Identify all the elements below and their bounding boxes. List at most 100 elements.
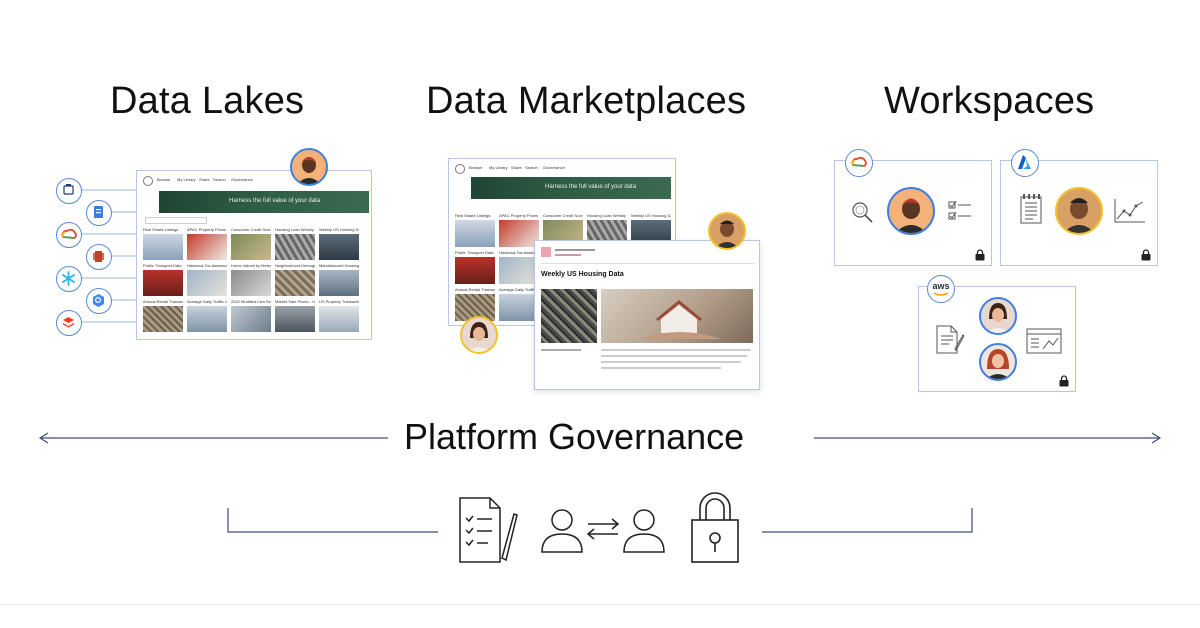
dataset-title: Weekly US Housing Data (541, 271, 624, 278)
avatar (887, 187, 935, 235)
tile-thumbnail (143, 306, 183, 332)
nav-item: Browse (157, 177, 171, 182)
google-cloud-icon (845, 149, 873, 177)
tile-thumbnail (275, 234, 315, 260)
database-icon (56, 178, 82, 204)
google-cloud-icon (56, 222, 82, 248)
data-lakes-screenshot: Browse My Library Share Search Governanc… (136, 170, 372, 340)
tile-caption: Public Transport Data at Metro Areas (455, 250, 495, 255)
tile-thumbnail (319, 234, 359, 260)
tile-caption: Home Values by Metro Area (231, 263, 271, 268)
avatar (979, 343, 1017, 381)
tile-thumbnail (143, 270, 183, 296)
heading-data-marketplaces: Data Marketplaces (426, 80, 747, 122)
user-exchange-icon (541, 509, 665, 553)
tile-caption: US Property Transactions (319, 299, 359, 304)
lock-icon (975, 249, 985, 261)
aws-icon: aws (927, 275, 955, 303)
tile-thumbnail (499, 294, 539, 321)
aws-redshift-icon (86, 244, 112, 270)
tile-thumbnail (319, 270, 359, 296)
search-input (145, 217, 207, 224)
tile-thumbnail (499, 220, 539, 247)
house-photo (601, 289, 753, 343)
workspace-card-azure (1000, 149, 1158, 266)
avatar (979, 297, 1017, 335)
tile-caption: Historical Tax Assessment (499, 250, 539, 255)
tile-thumbnail (319, 306, 359, 332)
logo-icon (455, 164, 465, 174)
nav-item: Share (199, 177, 210, 182)
tile-caption: Market Sale Prices - Urban Homes (275, 299, 315, 304)
aws-label: aws (932, 281, 950, 291)
magnifier-icon (852, 202, 873, 223)
snowflake-icon (56, 266, 82, 292)
policy-document-icon (459, 497, 518, 563)
checklist-icon (948, 200, 971, 220)
connector-lines (80, 189, 136, 323)
tile-thumbnail (231, 306, 271, 332)
heading-data-lakes: Data Lakes (110, 80, 305, 122)
tile-caption: Consumer Credit Scoring - Millennial Dat… (543, 213, 583, 218)
bigquery-doc-icon (86, 200, 112, 226)
nav-item: Share (511, 165, 522, 170)
nav-item: Search (213, 177, 226, 182)
tile-caption: Manufactured Housing Survey Public Use F… (319, 263, 359, 268)
tile-thumbnail (275, 306, 315, 332)
tile-thumbnail (499, 257, 539, 284)
tile-caption: Real Estate Listings (455, 213, 491, 218)
tile-thumbnail (187, 306, 227, 332)
data-lakes-illustration: Browse My Library Share Search Governanc… (50, 148, 380, 350)
tile-caption: Public Transport Data at Metro Areas (143, 263, 183, 268)
lock-icon (1059, 375, 1069, 387)
banner-text: Harness the full value of your data (229, 198, 321, 204)
tile-thumbnail (455, 257, 495, 284)
notepad-icon (1020, 194, 1042, 224)
logo-icon (143, 176, 153, 186)
tile-caption: 2022 Modified Lien Settlement - Resident… (231, 299, 271, 304)
tile-caption: Housing Loan Weekly - Debt Equity Data (275, 227, 315, 232)
tile-caption: Historical Tax Assessment (187, 263, 227, 268)
platform-governance-title: Platform Governance (404, 416, 745, 457)
tile-caption: Housing Loan Weekly - Debt Equity Data (587, 213, 627, 218)
tile-thumbnail (143, 234, 183, 260)
padlock-icon (691, 492, 739, 563)
azure-icon (1011, 149, 1039, 177)
governance-arrow-left (38, 432, 388, 444)
tile-caption: APAC Property Prices (499, 213, 539, 218)
tile-caption: Neighborhood Demographics (275, 263, 315, 268)
avatar (460, 316, 498, 354)
bottom-divider (0, 604, 1200, 605)
hero-banner: Harness the full value of your data (471, 177, 671, 199)
tile-caption: Weekly US Housing Data (319, 227, 359, 232)
nav-item: Governance (231, 177, 253, 182)
nav-item: Governance (543, 165, 565, 170)
tile-thumbnail (231, 234, 271, 260)
tile-caption: APAC Property Prices (187, 227, 227, 232)
tile-thumbnail (187, 270, 227, 296)
tile-grid: Real Estate Listings APAC Property Prices… (143, 227, 367, 337)
tile-caption: Annual Rental Transactions (455, 287, 495, 292)
tile-caption: Annual Rental Transactions (143, 299, 183, 304)
nav-item: My Library (489, 165, 508, 170)
avatar (290, 148, 328, 186)
governance-arrow-right (814, 432, 1162, 444)
dataset-thumbnail (541, 247, 551, 257)
tile-thumbnail (275, 270, 315, 296)
analytics-icon (86, 288, 112, 314)
tile-caption: Average Daily Traffic Counts (499, 287, 539, 292)
nav-item: Browse (469, 165, 483, 170)
banner-text: Harness the full value of your data (545, 184, 637, 190)
nav-item: My Library (177, 177, 196, 182)
heading-workspaces: Workspaces (884, 80, 1095, 122)
tile-caption: Real Estate Listings (143, 227, 179, 232)
dashboard-icon (1026, 328, 1062, 354)
city-photo (541, 289, 597, 343)
avatar (1055, 187, 1103, 235)
dataset-detail-panel: Weekly US Housing Data (534, 240, 760, 390)
lock-icon (1141, 249, 1151, 261)
tile-thumbnail (231, 270, 271, 296)
workspace-card-aws: aws (918, 275, 1076, 392)
governance-bracket (227, 508, 973, 533)
tile-thumbnail (187, 234, 227, 260)
